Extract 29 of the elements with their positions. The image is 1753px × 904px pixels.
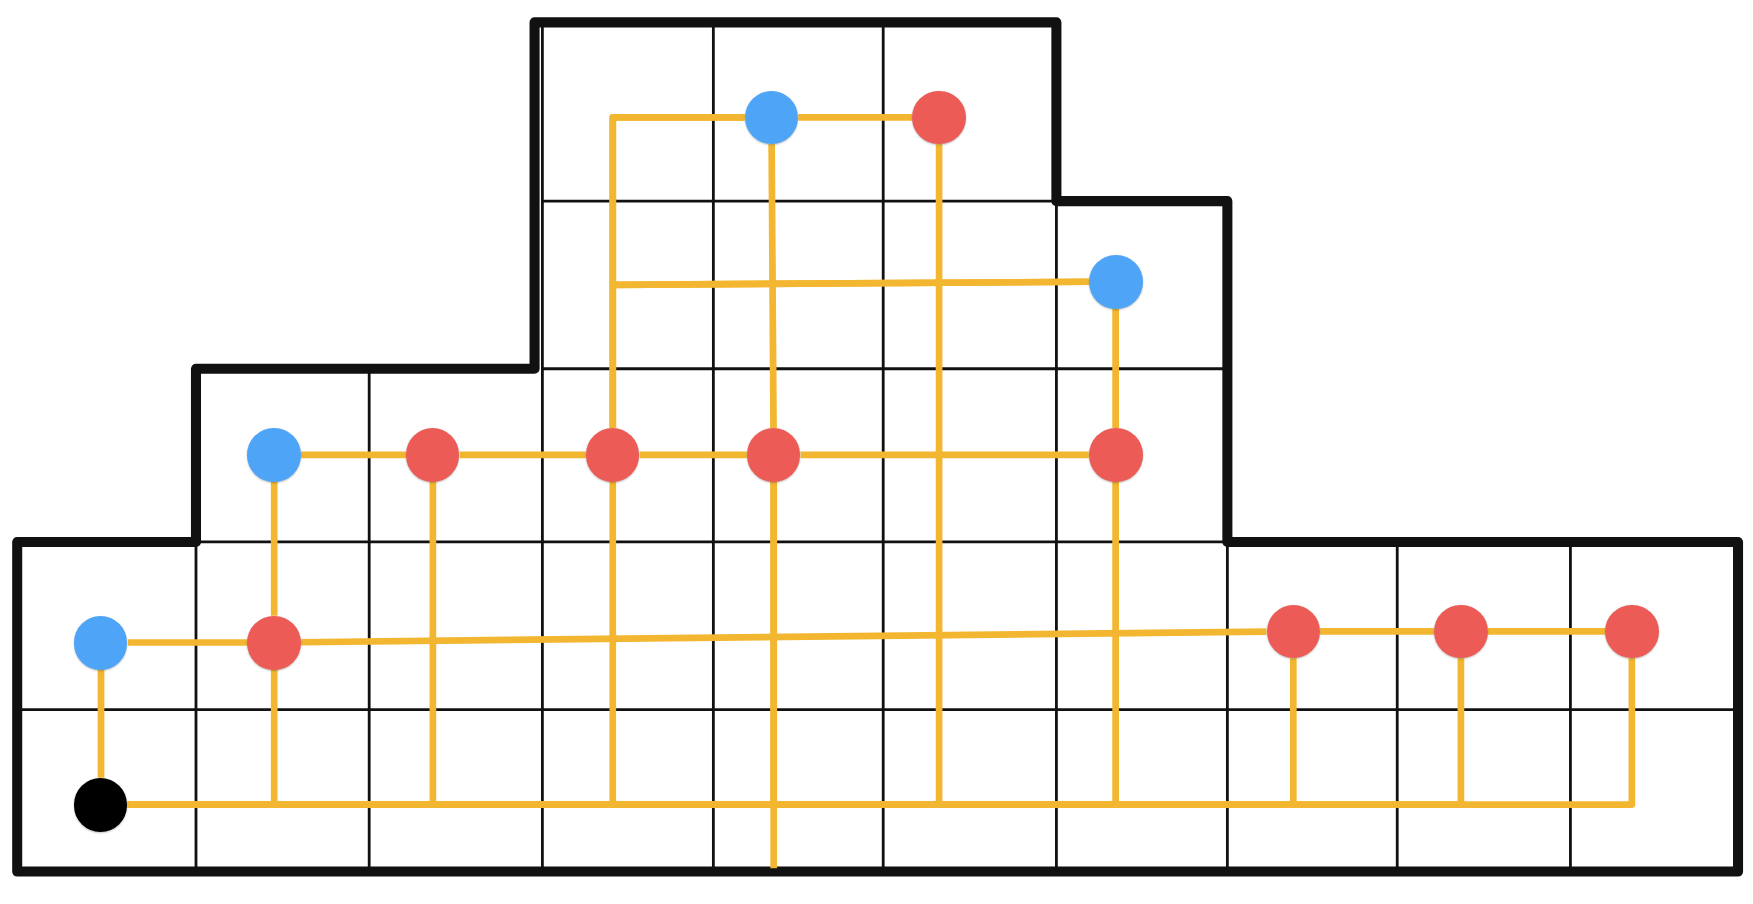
wire-line [768,144,777,428]
wire-line [798,114,913,121]
wire-line [1112,308,1119,428]
dot-marker [1434,604,1488,659]
dot-marker [912,90,966,145]
dot-marker [247,428,301,482]
dot-marker [1088,428,1143,482]
dot-marker [247,616,301,670]
dot-marker [405,428,460,482]
dot-marker [1088,254,1143,309]
wire-line [800,451,1089,459]
wire-line [639,451,747,459]
wire-line [1487,628,1606,635]
dot-marker [1266,604,1321,659]
dot-marker [746,428,801,482]
dot-marker [73,778,128,832]
dot-marker [585,428,640,482]
wire-line [459,451,586,459]
dot-marker [1605,604,1660,659]
wire-line [127,639,248,646]
wire-line [301,451,407,459]
dot-marker [73,616,128,670]
dot-marker [744,90,799,145]
wire-line [770,481,778,869]
wire-line [1320,628,1435,635]
wire-line [270,481,278,616]
wire-line [301,628,1267,646]
wire-line [97,669,105,778]
wire-line [609,278,1089,428]
